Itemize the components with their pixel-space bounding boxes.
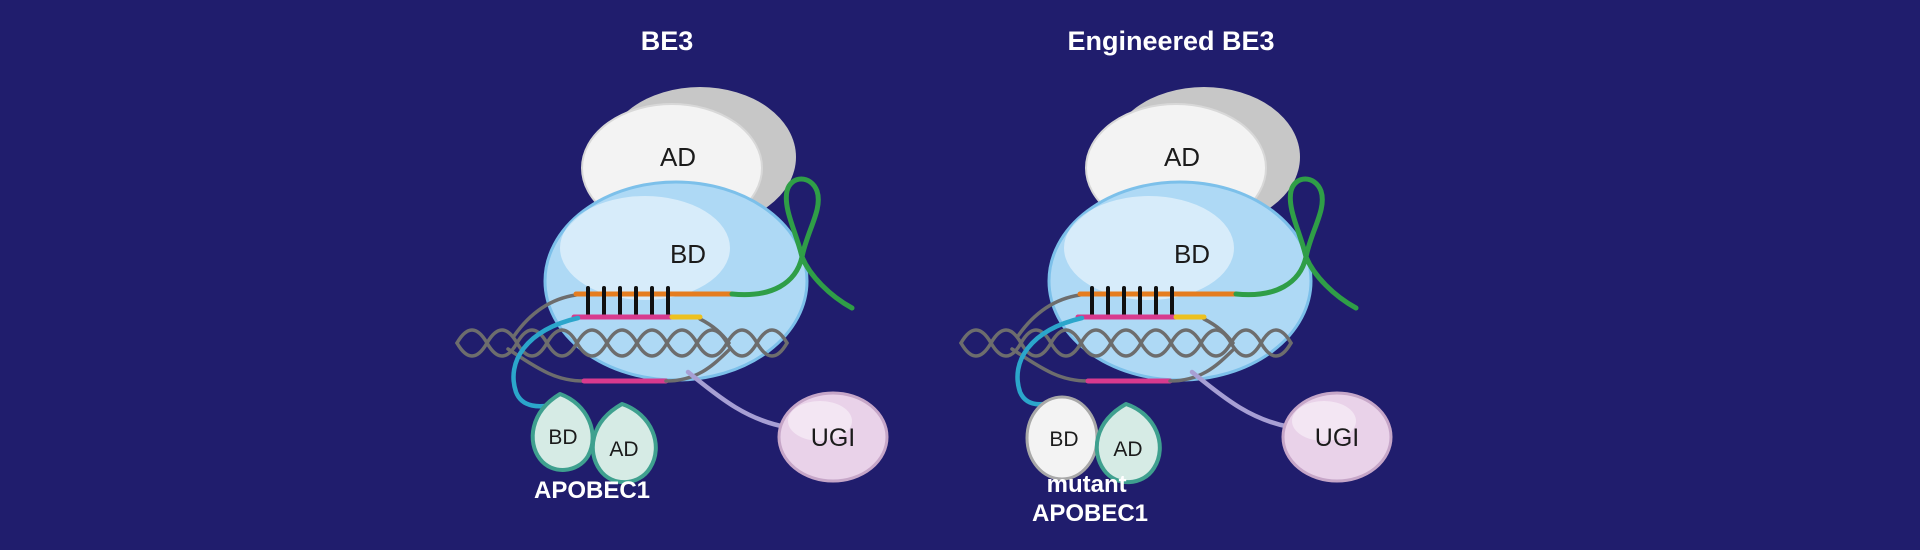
apobec-name: mutant APOBEC1: [1032, 471, 1148, 527]
apobec-name-line-1: mutant: [1047, 471, 1127, 498]
sgrna-scaffold-loop: [729, 176, 855, 311]
apobec-bd-label: BD: [1049, 428, 1078, 451]
apobec-bd-label: BD: [548, 426, 577, 449]
apobec-linker: [1015, 315, 1085, 407]
base-pairing-ticks: [586, 286, 670, 317]
apobec-ad-leaf: [590, 402, 658, 485]
panel-engineered-be3: Engineered BE3 AD BD BD AD mutant APOBEC…: [959, 26, 1393, 527]
apobec-bd-leaf: [530, 392, 595, 472]
ugi-blob: [777, 391, 889, 483]
apobec-ad-label: AD: [1113, 438, 1142, 461]
ugi-label: UGI: [811, 424, 855, 452]
cas9-bd-label: BD: [1174, 239, 1210, 269]
ugi-highlight: [788, 401, 852, 441]
dna-helix-strand-2: [455, 328, 789, 358]
panel-title: BE3: [641, 26, 694, 56]
apobec-linker: [511, 315, 581, 409]
ugi-linker: [685, 369, 789, 430]
cas9-ad-label: AD: [660, 142, 696, 172]
panel-title: Engineered BE3: [1067, 26, 1274, 56]
cas9-bd-highlight: [1064, 196, 1234, 300]
ugi-blob: [1281, 391, 1393, 483]
cas9-bd-label: BD: [670, 239, 706, 269]
base-pairing-ticks: [1090, 286, 1174, 317]
dna-helix-strand-1: [959, 328, 1293, 358]
cas9-ad-label: AD: [1164, 142, 1200, 172]
cas9-bd-highlight: [560, 196, 730, 300]
apobec-ad-leaf: [1094, 402, 1162, 485]
apobec-ad-label: AD: [609, 438, 638, 461]
sgrna-scaffold-loop: [1233, 176, 1359, 311]
apobec-name: APOBEC1: [534, 477, 650, 504]
displaced-strand-right: [1168, 347, 1236, 383]
dna-helix-strand-2: [959, 328, 1293, 358]
apobec-name-line-2: APOBEC1: [1032, 500, 1148, 527]
ugi-label: UGI: [1315, 424, 1359, 452]
ugi-linker: [1189, 369, 1293, 430]
dna-connector-left: [512, 293, 578, 338]
ugi-highlight: [1292, 401, 1356, 441]
dna-connector-left: [1016, 293, 1082, 338]
dna-helix-strand-1: [455, 328, 789, 358]
panel-be3: BE3 AD BD BD AD APOBEC1 UGI: [455, 26, 889, 504]
displaced-strand-right: [664, 347, 732, 383]
